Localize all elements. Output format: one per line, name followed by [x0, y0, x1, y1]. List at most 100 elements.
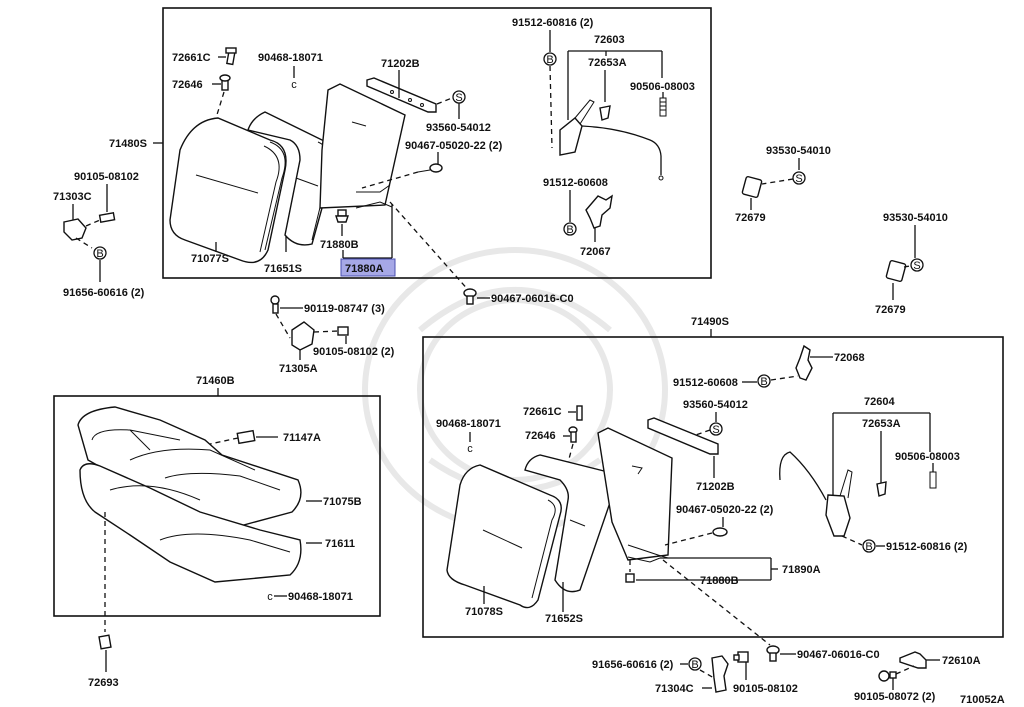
- part-label-93560-54012-right[interactable]: 93560-54012: [683, 399, 748, 411]
- bracket-71305A-icon: [291, 321, 315, 351]
- part-label-90105-08102-top[interactable]: 90105-08102: [74, 171, 139, 183]
- part-label-90468-18071-right[interactable]: 90468-18071: [436, 418, 501, 430]
- part-label-71304C[interactable]: 71304C: [655, 683, 694, 695]
- part-label-72693[interactable]: 72693: [88, 677, 119, 689]
- pin-72661C-icon: [225, 47, 237, 66]
- part-label-71078S[interactable]: 71078S: [465, 606, 503, 618]
- clip-c-icon: c: [467, 443, 473, 455]
- svg-text:B: B: [760, 376, 767, 388]
- part-label-71202B-right[interactable]: 71202B: [696, 481, 735, 493]
- part-label-72603[interactable]: 72603: [594, 34, 625, 46]
- nut-90105-08072-icon: [878, 670, 897, 682]
- svg-text:S: S: [795, 173, 802, 185]
- part-label-72661C-right[interactable]: 72661C: [523, 406, 562, 418]
- part-label-72653A-right[interactable]: 72653A: [862, 418, 901, 430]
- part-label-90467-05020-22[interactable]: 90467-05020-22 (2): [405, 140, 503, 152]
- screw-symbol-icon: [792, 171, 806, 185]
- part-label-90468-18071[interactable]: 90468-18071: [258, 52, 323, 64]
- pin-72661C-right-icon: [576, 405, 583, 421]
- lever-72653A-right-icon: [876, 481, 887, 497]
- part-label-71611[interactable]: 71611: [325, 538, 355, 550]
- part-label-91656-60616-top[interactable]: 91656-60616 (2): [63, 287, 145, 299]
- bracket-72610A-icon: [899, 651, 927, 669]
- clip-90467-06016-top-icon: [463, 288, 477, 305]
- part-label-90467-05020-22-right[interactable]: 90467-05020-22 (2): [676, 504, 774, 516]
- part-label-71077S[interactable]: 71077S: [191, 253, 229, 265]
- bolt-symbol-icon: [688, 657, 702, 671]
- svg-text:S: S: [455, 92, 462, 104]
- svg-text:B: B: [546, 54, 553, 66]
- clip-72693-icon: [98, 634, 112, 650]
- bolt-symbol-icon: [862, 539, 876, 553]
- highlight-box-71880A: [340, 258, 396, 277]
- part-label-91656-60616-bottom[interactable]: 91656-60616 (2): [592, 659, 674, 671]
- part-label-93530-54010-a[interactable]: 93530-54010: [766, 145, 831, 157]
- part-label-91512-60608[interactable]: 91512-60608: [543, 177, 608, 189]
- group-box-71490S: [422, 336, 1004, 638]
- part-label-72604[interactable]: 72604: [864, 396, 895, 408]
- part-label-71147A[interactable]: 71147A: [283, 432, 321, 444]
- part-label-71880B[interactable]: 71880B: [320, 239, 359, 251]
- pin-72646-icon: [219, 74, 231, 91]
- screw-symbol-icon: [709, 422, 723, 436]
- pad-71147A-icon: [236, 429, 256, 445]
- seatback-71077S: [169, 117, 287, 264]
- part-label-71490S[interactable]: 71490S: [691, 316, 729, 328]
- part-label-72679-a[interactable]: 72679: [735, 212, 766, 224]
- part-label-71303C[interactable]: 71303C: [53, 191, 92, 203]
- part-label-90467-06016-top[interactable]: 90467-06016-C0: [491, 293, 574, 305]
- bolt-symbol-icon: [757, 374, 771, 388]
- pad-72679-a-icon: [741, 175, 763, 199]
- part-label-71651S[interactable]: 71651S: [264, 263, 302, 275]
- part-label-93560-54012[interactable]: 93560-54012: [426, 122, 491, 134]
- part-label-72610A[interactable]: 72610A: [942, 655, 981, 667]
- part-label-90105-08102-bottom[interactable]: 90105-08102: [733, 683, 798, 695]
- part-label-90506-08003-right[interactable]: 90506-08003: [895, 451, 960, 463]
- part-label-71652S[interactable]: 71652S: [545, 613, 583, 625]
- clip-71880B-right-icon: [625, 573, 635, 583]
- part-label-90105-08102-mid[interactable]: 90105-08102 (2): [313, 346, 395, 358]
- part-label-71890A[interactable]: 71890A: [782, 564, 821, 576]
- bracket-71304C-icon: [711, 655, 729, 693]
- part-label-72068[interactable]: 72068: [834, 352, 865, 364]
- spring-90506-icon: [659, 97, 667, 117]
- bolt-symbol-icon: [93, 246, 107, 260]
- part-label-71075B[interactable]: 71075B: [323, 496, 362, 508]
- part-label-91512-60816[interactable]: 91512-60816 (2): [512, 17, 594, 29]
- part-label-90468-18071-rear[interactable]: 90468-18071: [288, 591, 353, 603]
- part-label-90119-08747[interactable]: 90119-08747 (3): [304, 303, 385, 315]
- part-label-72646-right[interactable]: 72646: [525, 430, 556, 442]
- rear-seatback-71075B: [77, 406, 302, 527]
- seatback-board: [319, 83, 406, 209]
- bracket-72067-icon: [585, 194, 613, 229]
- part-label-93530-54010-b[interactable]: 93530-54010: [883, 212, 948, 224]
- part-label-72679-b[interactable]: 72679: [875, 304, 906, 316]
- part-label-71480S[interactable]: 71480S: [109, 138, 147, 150]
- seatback-71078S: [446, 464, 562, 609]
- part-label-91512-60608-right[interactable]: 91512-60608: [673, 377, 738, 389]
- part-label-71880A[interactable]: 71880A: [345, 263, 384, 275]
- bolt-90105-icon: [337, 326, 349, 336]
- part-label-90467-06016-bottom[interactable]: 90467-06016-C0: [797, 649, 880, 661]
- clip-c-icon: c: [291, 79, 297, 91]
- bracket-71880A: [355, 184, 393, 258]
- part-label-90105-08072[interactable]: 90105-08072 (2): [854, 691, 936, 703]
- part-label-91512-60816-right[interactable]: 91512-60816 (2): [886, 541, 968, 553]
- pin-72646-right-icon: [568, 426, 578, 443]
- svg-text:B: B: [691, 659, 698, 671]
- part-label-71305A[interactable]: 71305A: [279, 363, 318, 375]
- part-label-72653A[interactable]: 72653A: [588, 57, 627, 69]
- svg-text:B: B: [566, 224, 573, 236]
- bolt-symbol-icon: [563, 222, 577, 236]
- svg-text:S: S: [712, 424, 719, 436]
- part-label-71880B-right[interactable]: 71880B: [700, 575, 739, 587]
- part-label-72067[interactable]: 72067: [580, 246, 611, 258]
- part-label-71460B[interactable]: 71460B: [196, 375, 235, 387]
- part-label-90506-08003[interactable]: 90506-08003: [630, 81, 695, 93]
- seatback-board-right: [597, 427, 673, 561]
- recliner-mechanism-right-icon: [779, 451, 853, 537]
- part-label-72646[interactable]: 72646: [172, 79, 203, 91]
- part-label-71202B[interactable]: 71202B: [381, 58, 420, 70]
- part-label-72661C[interactable]: 72661C: [172, 52, 211, 64]
